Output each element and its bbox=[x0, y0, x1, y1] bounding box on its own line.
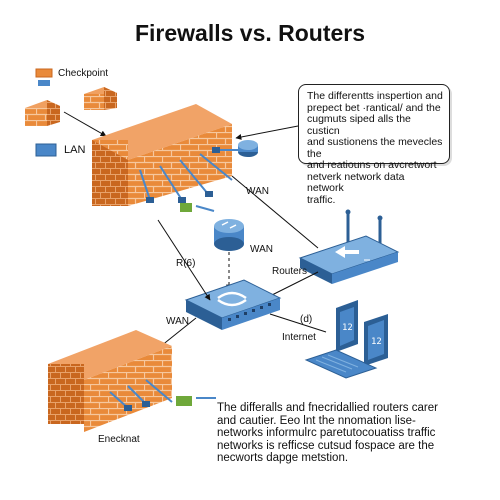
legend-lan-icon bbox=[35, 143, 57, 157]
callout-line: and reatiouns on avcretwort bbox=[307, 159, 437, 171]
keyboard-icon bbox=[304, 349, 378, 379]
network-switch-icon bbox=[184, 279, 282, 330]
routers-label: Routers bbox=[272, 266, 308, 277]
caption-line: The differalls and fnecridallied routers… bbox=[217, 402, 438, 414]
caption-line: and cautier. Eeo lnt the nnomation lise- bbox=[217, 414, 416, 427]
firewall-top-icon bbox=[92, 104, 232, 206]
legend-lan-label: LAN bbox=[64, 144, 86, 156]
wan-label-left: WAN bbox=[166, 316, 189, 327]
enecknat-label: Enecknat bbox=[98, 434, 140, 445]
callout-line: and sustionens the mevecles the bbox=[307, 136, 443, 160]
diagram-caption: The differalls and fnecridallied routers… bbox=[217, 402, 487, 465]
hub-small-icon bbox=[238, 140, 258, 157]
green-connector-icon bbox=[180, 203, 192, 212]
rb-label: R(6) bbox=[176, 258, 196, 269]
firewall-bottom-icon bbox=[48, 330, 172, 432]
svg-text:12: 12 bbox=[342, 323, 353, 333]
d-label: (d) bbox=[300, 314, 313, 325]
callout-box: The differentts inspertion and prepect b… bbox=[298, 84, 450, 205]
callout-line: cugmuts siped alls the custicn bbox=[307, 113, 411, 137]
caption-line: networks is refficse cutsud fospace are … bbox=[217, 439, 435, 452]
wan-label-top: WAN bbox=[246, 186, 269, 197]
caption-line: necworts dapge metstion. bbox=[217, 452, 349, 464]
computer-monitor-icon-2: 12 bbox=[364, 314, 388, 366]
callout-line: traffic. bbox=[307, 193, 336, 206]
firewall-top-cables bbox=[139, 149, 248, 201]
router-cylinder-icon bbox=[214, 219, 244, 251]
callout-line: prepect bet ·rantical/ and the bbox=[307, 101, 441, 114]
small-brick-icon-1 bbox=[25, 100, 60, 126]
internet-label: Internet bbox=[282, 332, 316, 343]
computer-monitor-icon-1: 12 bbox=[336, 300, 358, 352]
green-connector-bottom-icon bbox=[176, 396, 192, 406]
svg-text:12: 12 bbox=[371, 337, 382, 347]
wan-label-mid: WAN bbox=[250, 244, 273, 255]
wireless-router-icon bbox=[298, 209, 400, 284]
legend-checkpoint-label: Checkpoint bbox=[58, 68, 109, 79]
diagram-title: Firewalls vs. Routers bbox=[134, 20, 366, 46]
legend-checkpoint-icon bbox=[35, 68, 53, 86]
callout-line: netverk network data network bbox=[307, 170, 405, 194]
caption-line: networks informulrc paretutocouatiss tra… bbox=[217, 427, 436, 439]
callout-line: The differentts inspertion and bbox=[307, 90, 443, 102]
small-brick-icon-2 bbox=[84, 87, 117, 110]
